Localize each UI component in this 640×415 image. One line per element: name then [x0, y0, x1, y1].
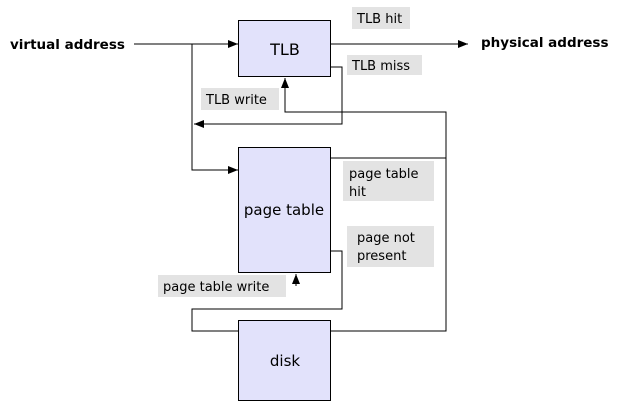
- page-not-present-line: [191, 250, 343, 332]
- page-not-present-line-2: present: [357, 249, 406, 264]
- disk-label: disk: [270, 352, 301, 370]
- virtual-to-page-table-arrow: [191, 44, 238, 174]
- tlb-label: TLB: [269, 40, 300, 59]
- disk-return-line: [331, 158, 447, 332]
- svg-text:present: present: [357, 249, 406, 264]
- page-table-hit-line-2: hit: [349, 185, 366, 200]
- connectors: [134, 40, 468, 332]
- page-table-box: page table: [238, 147, 331, 273]
- svg-text:page table: page table: [349, 167, 419, 182]
- disk-box: disk: [238, 320, 331, 401]
- page-not-present-line-1: page not: [357, 231, 415, 246]
- tlb-box: TLB: [238, 20, 331, 77]
- svg-text:TLB miss: TLB miss: [351, 59, 410, 74]
- svg-text:page not: page not: [357, 231, 415, 246]
- page-table-hit-label: page table hit: [343, 161, 434, 201]
- tlb-write-arrow: [281, 78, 447, 159]
- virtual-address-label: virtual address: [10, 37, 125, 53]
- page-table-hit-line-1: page table: [349, 167, 419, 182]
- svg-text:TLB write: TLB write: [205, 93, 267, 108]
- svg-text:page table write: page table write: [163, 280, 269, 295]
- page-table-write-label: page table write: [158, 275, 286, 297]
- page-table-label: page table: [244, 201, 324, 219]
- tlb-hit-label: TLB hit: [352, 7, 410, 29]
- page-not-present-label: page not present: [347, 226, 434, 267]
- tlb-write-label: TLB write: [201, 88, 279, 110]
- tlb-miss-arrow: [194, 66, 343, 128]
- tlb-miss-label: TLB miss: [347, 55, 422, 75]
- physical-address-label: physical address: [481, 35, 609, 51]
- svg-text:TLB hit: TLB hit: [356, 12, 402, 27]
- svg-text:hit: hit: [349, 185, 366, 200]
